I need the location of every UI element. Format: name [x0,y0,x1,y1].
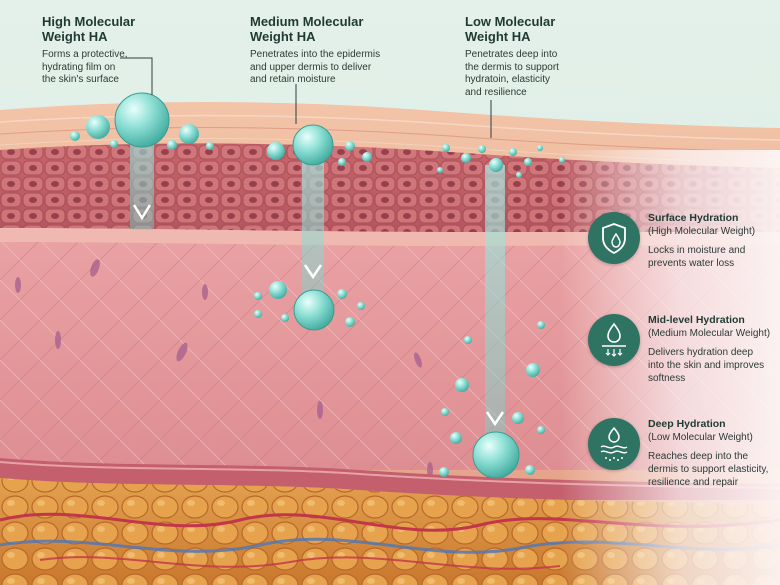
low-mw-desc-line: Penetrates deep into [465,49,558,60]
medium-mw-label: Medium Molecular Weight HA Penetrates in… [250,14,440,87]
droplet-arrows-icon [588,314,640,366]
side-item-desc-line: softness [648,373,686,384]
high-mw-label: High Molecular Weight HA Forms a protect… [42,14,202,87]
medium-mw-title-line2: Weight HA [250,29,316,44]
side-item-surface-hydration: Surface Hydration (High Molecular Weight… [588,212,778,292]
low-mw-label: Low Molecular Weight HA Penetrates deep … [465,14,635,99]
side-item-deep-hydration: Deep Hydration (Low Molecular Weight) Re… [588,418,778,498]
high-mw-desc-line: the skin's surface [42,74,119,85]
low-mw-desc-line: the dermis to support [465,61,559,73]
high-mw-title: High Molecular Weight HA [42,14,202,44]
high-mw-ha-beam [70,92,214,230]
medium-mw-desc-line: Penetrates into the epidermis [250,49,381,60]
medium-mw-desc-line: and upper dermis to deliver [250,61,372,73]
side-item-desc-line: dermis to support elasticity, [648,464,769,475]
high-mw-description: Forms a protective, hydrating film on th… [42,49,202,87]
medium-mw-title: Medium Molecular Weight HA [250,14,440,44]
high-mw-title-line2: Weight HA [42,29,108,44]
low-mw-title: Low Molecular Weight HA [465,14,635,44]
high-mw-desc-line: hydrating film on [42,61,116,73]
medium-mw-ha-beam [254,124,372,331]
side-item-desc-line: Reaches deep into the [648,451,749,462]
side-item-subtitle: (High Molecular Weight) [648,226,756,237]
low-mw-title-line1: Low Molecular [465,14,556,29]
medium-mw-desc-line: and retain moisture [250,74,336,85]
low-mw-description: Penetrates deep into the dermis to suppo… [465,49,635,99]
side-item-mid-level-hydration: Mid-level Hydration (Medium Molecular We… [588,314,778,394]
side-item-title: Surface Hydration [648,212,739,224]
side-item-text: Surface Hydration (High Molecular Weight… [648,212,778,270]
low-mw-desc-line: hydratoin, elasticity [465,74,551,85]
side-item-title: Mid-level Hydration [648,314,745,326]
medium-mw-description: Penetrates into the epidermis and upper … [250,49,440,87]
side-item-subtitle: (Medium Molecular Weight) [648,328,771,339]
side-item-desc-line: resilience and repair [648,477,739,488]
side-item-subtitle: (Low Molecular Weight) [648,432,753,443]
low-mw-title-line2: Weight HA [465,29,531,44]
side-item-description: Delivers hydration deep into the skin an… [648,346,778,385]
side-item-text: Mid-level Hydration (Medium Molecular We… [648,314,778,385]
low-mw-desc-line: and resilience [465,86,527,98]
side-item-description: Locks in moisture and prevents water los… [648,244,778,270]
high-mw-desc-line: Forms a protective, [42,49,128,60]
side-item-desc-line: into the skin and improves [648,360,765,371]
side-item-text: Deep Hydration (Low Molecular Weight) Re… [648,418,778,489]
high-mw-title-line1: High Molecular [42,14,136,29]
medium-mw-title-line1: Medium Molecular [250,14,364,29]
side-item-desc-line: Delivers hydration deep [648,347,754,358]
side-item-desc-line: prevents water loss [648,258,735,269]
side-item-desc-line: Locks in moisture and [648,245,746,256]
side-item-title: Deep Hydration [648,418,726,430]
low-mw-ha-beam [437,144,565,479]
shield-droplet-icon [588,212,640,264]
droplet-waves-icon [588,418,640,470]
side-item-description: Reaches deep into the dermis to support … [648,450,778,489]
